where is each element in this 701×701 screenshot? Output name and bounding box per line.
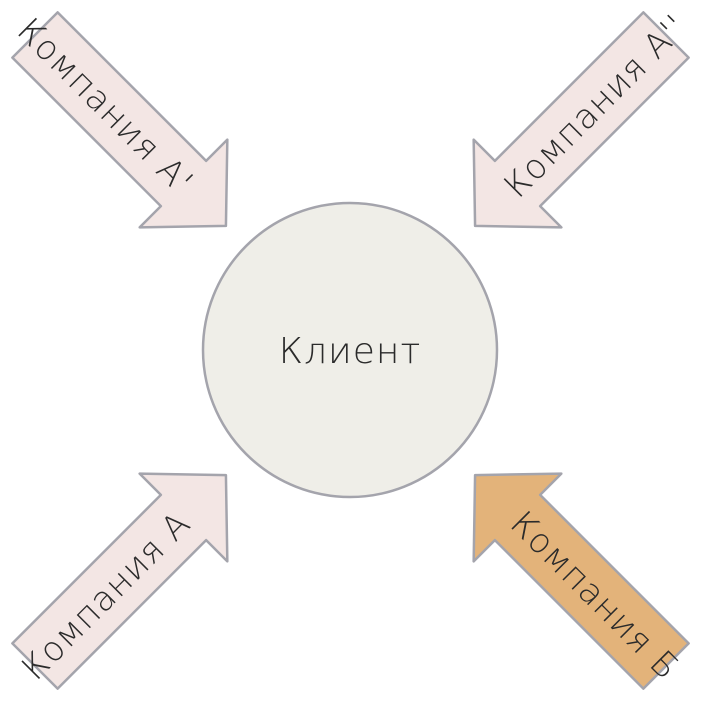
arrow-bottom-right: Компания Б — [472, 472, 690, 690]
arrow-bottom-right-label: Компания Б — [502, 504, 687, 689]
arrow-bottom-left: Компания А — [11, 472, 229, 690]
center-circle — [201, 201, 499, 499]
center-label: Клиент — [279, 331, 421, 372]
arrow-bottom-left-label: Компания А — [14, 504, 199, 689]
arrow-top-left-shape — [11, 11, 229, 229]
arrow-top-left: Компания А' — [9, 10, 229, 229]
arrow-bottom-right-shape — [472, 472, 690, 690]
arrow-top-left-label: Компания А' — [9, 10, 201, 202]
arrow-top-right: Компания А'' — [472, 7, 696, 229]
arrow-top-right-shape — [472, 11, 690, 229]
arrow-top-right-label: Компания А'' — [496, 7, 695, 206]
arrow-bottom-left-shape — [11, 472, 229, 690]
